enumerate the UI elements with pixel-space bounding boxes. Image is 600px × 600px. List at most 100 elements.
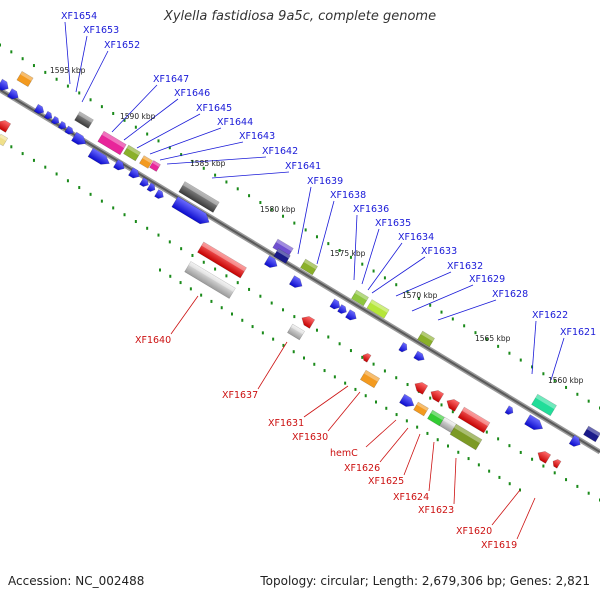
gc-track-outer (55, 77, 58, 81)
gc-track-lower (159, 268, 161, 272)
kbp-tick-label: 1575 kbp (330, 249, 366, 258)
gc-track-inner (202, 260, 205, 264)
gene-box-orange (413, 401, 429, 417)
gene-label-upper: XF1652 (104, 40, 140, 51)
gene-arrow-upper (171, 196, 210, 225)
gc-track-outer (315, 235, 318, 239)
gc-track-outer (0, 43, 1, 47)
gene-label-upper: XF1632 (447, 261, 483, 272)
gene-arrow-upper (263, 255, 278, 268)
gene-box-orange (16, 71, 34, 87)
label-leader-line (149, 127, 222, 155)
gene-arrow-upper (57, 120, 67, 130)
gc-track-outer (270, 207, 273, 211)
gene-arrow-lower (537, 451, 552, 464)
label-leader-line (257, 341, 288, 390)
gene-arrow-upper (568, 434, 581, 447)
gc-track-inner (191, 253, 194, 257)
gene-arrow-upper (50, 115, 60, 125)
gc-track-outer (293, 221, 296, 225)
gene-arrow-lower (301, 316, 316, 329)
gc-track-outer (44, 70, 47, 74)
gene-arrow-upper (64, 125, 74, 135)
gc-track-inner (542, 464, 545, 468)
gene-label-lower: XF1626 (344, 463, 380, 474)
label-leader-line (81, 50, 109, 103)
gc-track-outer (202, 166, 205, 170)
gc-track-outer (417, 296, 420, 300)
gene-arrow-upper (345, 309, 357, 321)
gc-track-inner (259, 294, 262, 298)
label-leader-line (211, 171, 290, 179)
gc-track-lower (416, 425, 419, 429)
label-leader-line (316, 200, 335, 265)
gc-track-inner (519, 450, 522, 454)
gc-track-lower (261, 331, 264, 335)
label-leader-line (123, 98, 179, 141)
gene-arrow-upper (329, 298, 341, 310)
gc-track-lower (447, 444, 449, 448)
kbp-tick-label: 1560 kbp (548, 376, 584, 385)
gene-arrow-upper (128, 167, 140, 179)
gc-track-inner (349, 349, 352, 353)
gc-track-outer (508, 351, 511, 355)
gc-track-inner (100, 199, 103, 203)
gc-track-lower (210, 299, 213, 303)
gc-track-lower (189, 287, 192, 291)
gc-track-outer (440, 310, 443, 314)
label-leader-line (297, 186, 312, 255)
gc-track-inner (270, 301, 273, 305)
gc-track-outer (497, 344, 500, 348)
gc-track-inner (123, 213, 126, 217)
gene-arrow-upper (43, 110, 53, 120)
label-leader-line (111, 84, 158, 133)
gene-label-upper: XF1653 (83, 25, 119, 36)
gene-arrow-upper (33, 103, 45, 114)
gene-arrow-lower (414, 382, 429, 395)
gc-track-outer (485, 338, 488, 342)
gene-arrow-lower (0, 120, 12, 133)
gene-arrow-upper (154, 189, 164, 199)
gene-arrow-upper (288, 275, 303, 288)
gene-label-upper: XF1646 (174, 88, 210, 99)
gc-track-outer (429, 303, 432, 307)
label-leader-line (303, 385, 349, 418)
gc-track-outer (78, 91, 81, 95)
gc-track-lower (477, 463, 480, 467)
gene-label-upper: XF1621 (560, 327, 596, 338)
gc-track-outer (463, 324, 466, 328)
gc-track-inner (157, 233, 160, 237)
gene-arrow-upper (113, 159, 125, 171)
gc-track-outer (10, 50, 13, 54)
gc-track-inner (406, 383, 409, 387)
gc-track-inner (531, 457, 534, 461)
gc-track-outer (100, 105, 103, 109)
gc-track-outer (565, 385, 568, 389)
gc-track-inner (248, 287, 251, 291)
label-leader-line (428, 441, 435, 492)
label-leader-line (327, 391, 361, 432)
gene-box-navy (583, 425, 600, 443)
gc-track-inner (112, 206, 115, 210)
gc-track-lower (231, 312, 233, 316)
gc-track-outer (180, 153, 183, 157)
gc-track-lower (220, 306, 223, 310)
gene-label-upper: XF1654 (61, 11, 97, 22)
label-leader-line (437, 299, 497, 321)
gene-box-gray (287, 323, 305, 341)
gene-box-red (457, 406, 491, 434)
gc-track-inner (587, 491, 590, 495)
gc-track-inner (485, 430, 488, 434)
gc-track-lower (354, 387, 357, 391)
kbp-tick-label: 1585 kbp (190, 159, 226, 168)
gc-track-lower (426, 431, 429, 435)
gc-track-lower (457, 450, 460, 454)
gc-track-inner (32, 158, 35, 162)
gc-track-inner (361, 355, 364, 359)
gene-label-upper: XF1643 (239, 131, 275, 142)
label-leader-line (353, 214, 358, 281)
gc-track-lower (241, 318, 244, 322)
gc-track-outer (32, 64, 35, 68)
gc-track-inner (293, 315, 296, 319)
gene-arrow-upper (413, 350, 425, 361)
